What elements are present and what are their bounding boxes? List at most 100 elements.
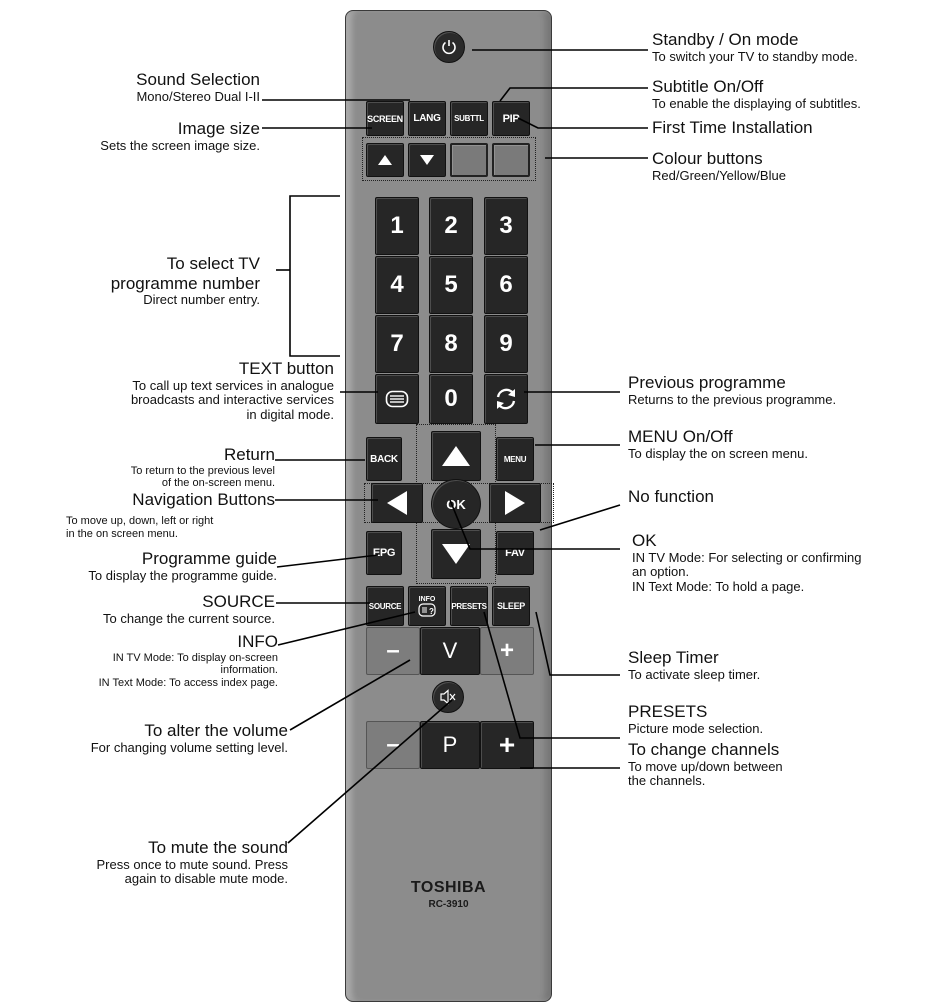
model-number: RC-3910: [428, 899, 469, 910]
annotation-mute: To mute the sound Press once to mute sou…: [97, 838, 288, 887]
annotation-title: Standby / On mode: [652, 30, 799, 49]
annotation-title: No function: [628, 487, 714, 506]
annotation-desc: To switch your TV to standby mode.: [652, 48, 858, 64]
annotation-navigation-desc: To move up, down, left or right in the o…: [66, 515, 213, 540]
annotation-source: SOURCE To change the current source.: [103, 592, 275, 626]
volume-down-button[interactable]: –: [366, 627, 420, 675]
nav-down-button[interactable]: [431, 529, 481, 579]
annotation-menu: MENU On/Off To display the on screen men…: [628, 427, 808, 461]
nav-left-button[interactable]: [371, 483, 423, 523]
presets-button[interactable]: PRESETS: [450, 586, 488, 626]
programme-up-button[interactable]: +: [480, 721, 534, 769]
source-button[interactable]: SOURCE: [366, 586, 404, 626]
volume-label: V: [420, 627, 480, 675]
annotation-title: Image size: [177, 119, 260, 138]
annotation-desc: IN Text Mode: To hold a page.: [632, 579, 805, 595]
annotation-title: First Time Installation: [652, 118, 813, 137]
annotation-desc: To activate sleep timer.: [628, 666, 761, 682]
colour-buttons-group: [362, 137, 536, 181]
annotation-title: Colour buttons: [652, 149, 763, 168]
annotation-desc: IN TV Mode: For selecting or confirming: [632, 549, 862, 565]
swap-arrows-icon: [496, 388, 516, 410]
number-button-1[interactable]: 1: [375, 197, 419, 255]
subtitle-button[interactable]: SUBTTL: [450, 101, 488, 136]
teletext-icon: [385, 390, 409, 408]
annotation-title: programme number: [110, 273, 260, 293]
colour-button-blue[interactable]: [492, 143, 530, 177]
annotation-title: Subtitle On/Off: [652, 77, 764, 96]
annotation-desc: IN TV Mode: To display on-screen: [112, 651, 278, 664]
annotation-title: To mute the sound: [148, 838, 288, 857]
annotation-text: TEXT button To call up text services in …: [131, 359, 334, 423]
annotation-desc: To call up text services in analogue: [132, 377, 334, 393]
annotation-desc: To move up/down between: [628, 758, 783, 774]
number-button-3[interactable]: 3: [484, 197, 528, 255]
triangle-down-icon: [420, 155, 434, 165]
colour-button-red[interactable]: [366, 143, 404, 177]
annotation-ok: OK IN TV Mode: For selecting or confirmi…: [632, 531, 862, 595]
annotation-desc: Returns to the previous programme.: [628, 391, 837, 407]
annotation-desc: in the on screen menu.: [66, 527, 178, 540]
number-button-8[interactable]: 8: [429, 315, 473, 373]
annotation-title: PRESETS: [628, 702, 708, 721]
annotation-image: Image size Sets the screen image size.: [100, 119, 260, 153]
annotation-desc: broadcasts and interactive services: [130, 392, 334, 408]
ok-button[interactable]: OK: [431, 479, 481, 529]
epg-button[interactable]: EPG: [366, 531, 402, 575]
annotation-desc: Sets the screen image size.: [100, 137, 260, 153]
annotation-volume: To alter the volume For changing volume …: [91, 721, 288, 755]
annotation-desc: information.: [220, 664, 278, 677]
back-button[interactable]: BACK: [366, 437, 402, 481]
annotation-title: OK: [632, 531, 657, 550]
number-button-2[interactable]: 2: [429, 197, 473, 255]
annotation-desc: an option.: [632, 564, 690, 580]
mute-button[interactable]: [432, 681, 464, 713]
annotation-title: TEXT button: [238, 359, 334, 378]
nav-up-button[interactable]: [431, 431, 481, 481]
mute-icon: [440, 689, 456, 705]
number-button-6[interactable]: 6: [484, 256, 528, 314]
annotation-desc: To return to the previous level: [130, 464, 275, 477]
number-button-9[interactable]: 9: [484, 315, 528, 373]
arrow-left-icon: [387, 491, 407, 515]
annotation-no-function: No function: [628, 487, 714, 507]
number-button-5[interactable]: 5: [429, 256, 473, 314]
annotation-desc: To enable the displaying of subtitles.: [652, 95, 861, 111]
annotation-desc: To display the on screen menu.: [628, 445, 808, 461]
nav-right-button[interactable]: [489, 483, 541, 523]
colour-button-green[interactable]: [408, 143, 446, 177]
annotation-title: Previous programme: [628, 373, 786, 392]
sleep-button[interactable]: SLEEP: [492, 586, 530, 626]
power-button[interactable]: [433, 31, 465, 63]
annotation-desc: For changing volume setting level.: [90, 739, 288, 755]
arrow-up-icon: [442, 446, 470, 466]
text-button[interactable]: [375, 374, 419, 424]
number-button-0[interactable]: 0: [429, 374, 473, 424]
annotation-desc: To change the current source.: [103, 610, 275, 626]
annotation-title: Navigation Buttons: [132, 490, 275, 509]
annotation-channels: To change channels To move up/down betwe…: [628, 740, 783, 789]
annotation-title: To change channels: [628, 740, 780, 759]
annotation-title: Sound Selection: [136, 70, 260, 89]
annotation-desc: again to disable mute mode.: [124, 871, 288, 887]
lang-button[interactable]: LANG: [408, 101, 446, 136]
previous-programme-button[interactable]: [484, 374, 528, 424]
screen-button[interactable]: SCREEN: [366, 101, 404, 136]
info-button[interactable]: INFO ?: [408, 586, 446, 626]
programme-down-button[interactable]: –: [366, 721, 420, 769]
pip-button[interactable]: PIP: [492, 101, 530, 136]
fav-button[interactable]: FAV: [496, 531, 534, 575]
annotation-previous: Previous programme Returns to the previo…: [628, 373, 836, 407]
annotation-desc: IN Text Mode: To access index page.: [98, 676, 278, 689]
annotation-colour: Colour buttons Red/Green/Yellow/Blue: [652, 149, 786, 183]
svg-text:?: ?: [429, 607, 434, 616]
number-button-4[interactable]: 4: [375, 256, 419, 314]
annotation-guide: Programme guide To display the programme…: [88, 549, 277, 583]
number-button-7[interactable]: 7: [375, 315, 419, 373]
volume-up-button[interactable]: +: [480, 627, 534, 675]
annotation-sleep: Sleep Timer To activate sleep timer.: [628, 648, 760, 682]
info-button-label: INFO: [418, 595, 436, 603]
annotation-first-time: First Time Installation: [652, 118, 813, 138]
menu-button[interactable]: MENU: [496, 437, 534, 481]
colour-button-yellow[interactable]: [450, 143, 488, 177]
